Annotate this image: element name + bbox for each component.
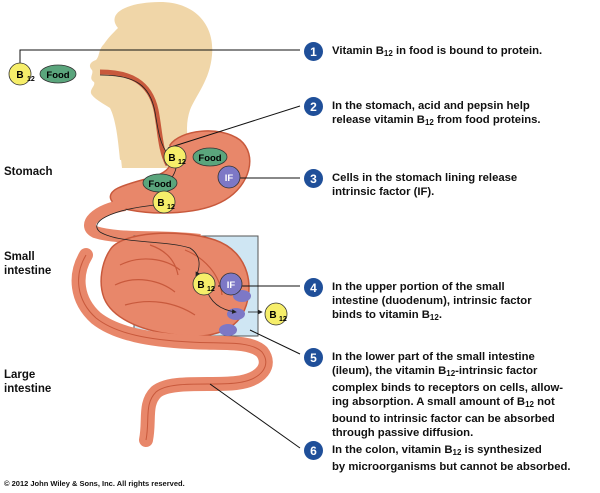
receptor-cell xyxy=(227,308,245,320)
step-text-line: binds to vitamin B12. xyxy=(332,309,442,322)
svg-text:12: 12 xyxy=(27,76,35,83)
step-text-line: (ileum), the vitamin B12-intrinsic facto… xyxy=(332,365,538,378)
svg-text:Food: Food xyxy=(46,70,69,81)
callout-lines xyxy=(19,49,301,449)
svg-text:Food: Food xyxy=(198,153,221,164)
b12-badge: B 12 xyxy=(152,190,176,214)
svg-text:Food: Food xyxy=(148,179,171,190)
step-4: 4 In the upper portion of the small intes… xyxy=(304,278,532,325)
subscript: 12 xyxy=(429,313,439,322)
small-intestine-label-line: intestine xyxy=(4,265,52,277)
svg-text:B: B xyxy=(197,280,204,291)
svg-text:IF: IF xyxy=(225,173,234,184)
svg-text:12: 12 xyxy=(207,286,215,293)
svg-text:12: 12 xyxy=(167,204,175,211)
large-intestine-label: Large intestine xyxy=(4,368,51,396)
step-text-line: In the colon, vitamin B12 is synthesized xyxy=(332,444,542,457)
head-silhouette xyxy=(89,2,213,160)
step-2: 2 In the stomach, acid and pepsin help re… xyxy=(304,97,541,130)
b12-badge: B 12 xyxy=(8,62,35,86)
svg-text:B: B xyxy=(269,310,276,321)
stomach-label: Stomach xyxy=(4,166,53,178)
large-intestine-label-line: Large xyxy=(4,369,36,381)
food-path-arrow xyxy=(96,204,200,277)
svg-text:B: B xyxy=(157,198,164,209)
if-badge: IF xyxy=(217,165,241,189)
step-text-line: bound to intrinsic factor can be absorbe… xyxy=(332,413,555,425)
subscript: 12 xyxy=(446,369,456,378)
step-text-line: Vitamin B12 in food is bound to protein. xyxy=(332,45,543,58)
svg-text:12: 12 xyxy=(279,316,287,323)
b12-badge: B 12 xyxy=(192,272,216,296)
step-text-line: complex binds to receptors on cells, all… xyxy=(332,382,564,394)
step-1: 1 Vitamin B12 in food is bound to protei… xyxy=(304,42,542,61)
food-badge: Food xyxy=(39,64,77,84)
step-text-line: Cells in the stomach lining release xyxy=(332,172,518,184)
step-number-badge: 2 xyxy=(304,97,323,116)
step-number-badge: 6 xyxy=(304,441,323,460)
svg-text:12: 12 xyxy=(178,159,186,166)
step-text-line: ing absorption. A small amount of B12 no… xyxy=(332,396,555,409)
step-text-line: through passive diffusion. xyxy=(332,427,474,439)
subscript: 12 xyxy=(452,448,462,457)
step-text: Cells in the stomach lining release intri… xyxy=(332,171,517,199)
large-intestine-label-line: intestine xyxy=(4,383,52,395)
step-3: 3 Cells in the stomach lining release int… xyxy=(304,169,517,199)
step-text-line: release vitamin B12 from food proteins. xyxy=(332,114,541,127)
svg-text:B: B xyxy=(16,70,23,81)
step-text-line: intrinsic factor (IF). xyxy=(332,186,435,198)
step-6: 6 In the colon, vitamin B12 is synthesiz… xyxy=(304,441,571,474)
receptor-cell xyxy=(219,324,237,336)
step-5: 5 In the lower part of the small intesti… xyxy=(304,348,563,440)
copyright-notice: © 2012 John Wiley & Sons, Inc. All right… xyxy=(4,479,185,488)
small-intestine-label-line: Small xyxy=(4,251,35,263)
step-number-badge: 4 xyxy=(304,278,323,297)
step-text: In the colon, vitamin B12 is synthesized… xyxy=(332,443,571,474)
step-number-badge: 5 xyxy=(304,348,323,367)
step-text-line: In the lower part of the small intestine xyxy=(332,351,535,363)
svg-text:B: B xyxy=(168,153,175,164)
step-number-badge: 3 xyxy=(304,169,323,188)
food-badge: Food xyxy=(192,147,228,167)
small-intestine-folds xyxy=(114,244,223,316)
b12-badge: B 12 xyxy=(163,145,187,169)
esophagus xyxy=(99,69,171,167)
b12-badge: B 12 xyxy=(264,302,288,326)
step-text: In the stomach, acid and pepsin help rele… xyxy=(332,99,541,130)
subscript: 12 xyxy=(424,118,434,127)
step-number-badge: 1 xyxy=(304,42,323,61)
step-text: Vitamin B12 in food is bound to protein. xyxy=(332,44,542,61)
svg-text:IF: IF xyxy=(227,280,236,291)
step-text-line: In the stomach, acid and pepsin help xyxy=(332,100,530,112)
small-intestine-label: Small intestine xyxy=(4,250,51,278)
food-badge: Food xyxy=(142,173,178,193)
step-text-line: In the upper portion of the small xyxy=(332,281,505,293)
subscript: 12 xyxy=(383,49,393,58)
subscript: 12 xyxy=(525,400,535,409)
step-text-line: intestine (duodenum), intrinsic factor xyxy=(332,295,532,307)
if-badge: IF xyxy=(219,272,243,296)
step-text: In the upper portion of the small intesti… xyxy=(332,280,532,325)
step-text: In the lower part of the small intestine… xyxy=(332,350,563,440)
step-text-line: by microorganisms but cannot be absorbed… xyxy=(332,461,571,473)
large-intestine-outline xyxy=(78,254,267,441)
food-path-arrow xyxy=(99,74,169,155)
